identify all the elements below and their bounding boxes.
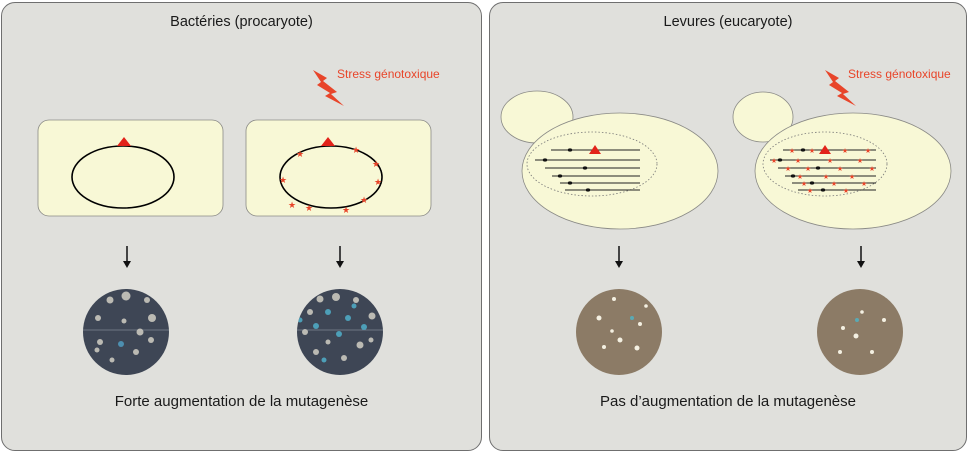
star-icon: ★ (857, 157, 863, 165)
yeast-cell-stressed: ★ ★ ★ ★ ★ ★ ★ ★ ★ ★ ★ ★ ★ ★ ★ ★ ★ ★ ★ ★ (732, 91, 952, 230)
dna-lesion-triangle-icon (819, 145, 831, 154)
star-icon: ★ (797, 173, 803, 181)
yeast-plate-stressed (817, 289, 903, 375)
bacteria-arrow-down-icon (123, 246, 344, 268)
star-icon: ★ (360, 196, 368, 206)
yeast-lightning-bolt-icon (825, 70, 856, 106)
star-icon: ★ (827, 157, 833, 165)
star-icon: ★ (861, 180, 867, 188)
star-icon: ★ (771, 157, 777, 165)
star-icon: ★ (842, 147, 848, 155)
bacteria-stress-label: Stress génotoxique (337, 67, 440, 81)
star-icon: ★ (865, 147, 871, 155)
dna-lesion-triangle-icon (589, 145, 601, 154)
star-icon: ★ (837, 165, 843, 173)
bacteria-plate-stressed (297, 289, 383, 375)
yeast-stress-label: Stress génotoxique (848, 67, 951, 81)
star-icon: ★ (795, 157, 801, 165)
star-icon: ★ (288, 201, 296, 211)
star-icon: ★ (809, 147, 815, 155)
star-icon: ★ (785, 165, 791, 173)
star-icon: ★ (296, 150, 304, 160)
bacteria-panel: Bactéries (procaryote) Stress génotoxiqu… (1, 2, 482, 451)
star-icon: ★ (801, 180, 807, 188)
dna-lesion-triangle-icon (321, 137, 335, 146)
yeast-title: Levures (eucaryote) (663, 14, 793, 30)
star-icon: ★ (789, 147, 795, 155)
star-icon: ★ (831, 180, 837, 188)
star-icon: ★ (823, 173, 829, 181)
star-icon: ★ (807, 187, 813, 195)
star-icon: ★ (869, 165, 875, 173)
yeast-arrow-down-icon (615, 246, 865, 268)
bacteria-cell-stressed (245, 119, 432, 217)
mutation-stars-yeast: ★ ★ ★ ★ ★ ★ ★ ★ ★ ★ ★ ★ ★ ★ ★ ★ ★ ★ ★ ★ (771, 147, 875, 195)
star-icon: ★ (805, 165, 811, 173)
yeast-panel: Levures (eucaryote) Stress génotoxique P… (489, 2, 967, 451)
yeast-cell-control (500, 90, 719, 230)
bacteria-title: Bactéries (procaryote) (170, 14, 313, 30)
star-icon: ★ (374, 178, 382, 188)
bacteria-cell-control (37, 119, 224, 217)
mutation-stars-bacteria: ★ ★ ★ ★ ★ ★ ★ ★ ★ (279, 146, 382, 216)
yeast-caption: Pas d’augmentation de la mutagenèse (599, 393, 856, 410)
star-icon: ★ (849, 173, 855, 181)
star-icon: ★ (352, 146, 360, 156)
bacteria-caption: Forte augmentation de la mutagenèse (114, 393, 369, 410)
bacteria-lightning-bolt-icon (313, 70, 344, 106)
star-icon: ★ (372, 160, 380, 170)
dna-lesion-triangle-icon (117, 137, 131, 146)
star-icon: ★ (279, 176, 287, 186)
star-icon: ★ (843, 187, 849, 195)
star-icon: ★ (305, 204, 313, 214)
yeast-plate-control (576, 289, 662, 375)
bacteria-plate-control (83, 289, 169, 375)
star-icon: ★ (342, 206, 350, 216)
